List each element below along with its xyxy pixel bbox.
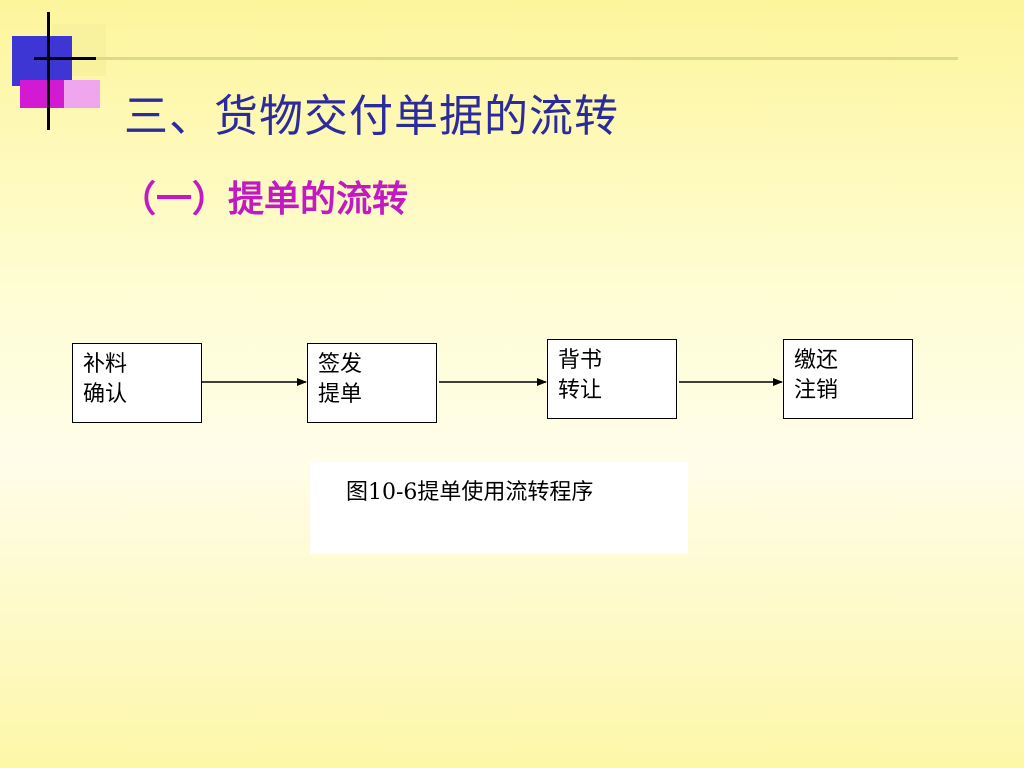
flow-step-1: 补料 确认: [72, 343, 202, 423]
slide-logo-decoration: [0, 0, 130, 140]
diagram-caption: 图10-6提单使用流转程序: [346, 480, 594, 505]
title-rule-line: [96, 57, 958, 60]
flow-step-3-line-1: 背书: [558, 348, 603, 373]
flow-step-4-line-2: 注销: [794, 378, 839, 403]
flow-step-4-line-1: 缴还: [794, 348, 839, 373]
logo-horizontal-line: [34, 57, 114, 60]
flow-step-2: 签发 提单: [307, 343, 437, 423]
logo-pink-square: [64, 80, 100, 108]
logo-vertical-line: [47, 12, 50, 130]
caption-box: 图10-6提单使用流转程序: [310, 462, 688, 554]
flow-step-1-line-1: 补料: [83, 352, 128, 377]
flow-step-2-line-1: 签发: [318, 352, 363, 377]
flow-step-3-line-2: 转让: [558, 378, 603, 403]
slide-subtitle: （一）提单的流转: [120, 178, 409, 220]
logo-blue-square: [12, 36, 72, 86]
flow-step-4: 缴还 注销: [783, 339, 913, 419]
flow-step-2-line-2: 提单: [318, 382, 363, 407]
flow-step-1-line-2: 确认: [83, 382, 128, 407]
slide-title: 三、货物交付单据的流转: [124, 91, 619, 142]
flow-step-3: 背书 转让: [547, 339, 677, 419]
